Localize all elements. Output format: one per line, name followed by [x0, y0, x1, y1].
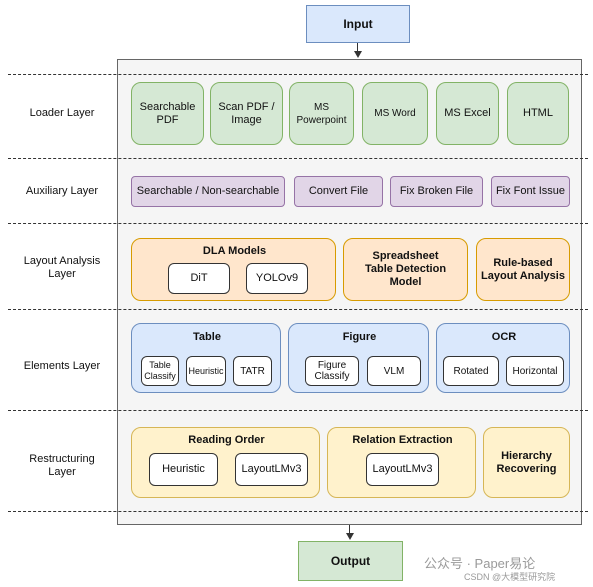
figure-classify: Figure Classify: [305, 356, 359, 386]
figure-item-label: Figure Classify: [314, 360, 350, 382]
aux-searchable: Searchable / Non-searchable: [131, 176, 285, 207]
input-node: Input: [306, 5, 410, 43]
relation-extraction-title: Relation Extraction: [352, 433, 453, 446]
separator-1: [8, 74, 588, 75]
table-group: Table Table Classify Heuristic TATR: [131, 323, 281, 393]
table-item-label: Table Classify: [144, 360, 176, 381]
loader-html: HTML: [507, 82, 569, 145]
aux-convert-file: Convert File: [294, 176, 383, 207]
layer-label-text: Auxiliary Layer: [25, 184, 99, 197]
aux-item-label: Fix Broken File: [399, 185, 474, 197]
layer-label-text: Elements Layer: [23, 359, 101, 372]
figure-vlm: VLM: [367, 356, 421, 386]
layer-label-text: Restructuring Layer: [29, 453, 95, 478]
separator-4: [8, 309, 588, 310]
aux-fix-font-issue: Fix Font Issue: [491, 176, 570, 207]
loader-item-label: Scan PDF / Image: [218, 100, 275, 126]
loader-item-label: MS Powerpoint: [296, 101, 347, 126]
loader-item-label: Searchable PDF: [139, 100, 196, 126]
reading-order-group: Reading Order Heuristic LayoutLMv3: [131, 427, 320, 498]
separator-2: [8, 158, 588, 159]
input-arrow-head: [354, 51, 362, 58]
separator-3: [8, 223, 588, 224]
reading-order-title: Reading Order: [188, 433, 265, 446]
loader-searchable-pdf: Searchable PDF: [131, 82, 204, 145]
watermark-text: 公众号 · Paper易论: [424, 556, 536, 571]
reading-item-label: Heuristic: [162, 463, 205, 475]
rule-based-layout-analysis: Rule-based Layout Analysis: [476, 238, 570, 301]
dla-yolov9: YOLOv9: [246, 263, 308, 294]
output-arrow-head: [346, 533, 354, 540]
watermark-subtext: CSDN @大模型研究院: [464, 572, 556, 582]
loader-item-label: HTML: [523, 107, 553, 119]
ocr-rotated: Rotated: [443, 356, 499, 386]
table-heuristic: Heuristic: [186, 356, 226, 386]
hierarchy-label: Hierarchy Recovering: [496, 449, 557, 475]
layer-label-text: Loader Layer: [29, 106, 95, 119]
dla-item-label: DiT: [190, 272, 208, 284]
reading-layoutlmv3: LayoutLMv3: [235, 453, 308, 486]
reading-item-label: LayoutLMv3: [241, 463, 302, 475]
table-classify: Table Classify: [141, 356, 179, 386]
ocr-title: OCR: [491, 330, 517, 343]
aux-item-label: Fix Font Issue: [495, 185, 566, 197]
dla-item-label: YOLOv9: [255, 272, 299, 284]
layer-label-restructuring: Restructuring Layer: [8, 451, 116, 481]
figure-title: Figure: [342, 330, 377, 343]
figure-item-label: VLM: [383, 365, 405, 377]
output-arrow-line: [349, 525, 350, 534]
rule-based-label: Rule-based Layout Analysis: [481, 256, 565, 282]
layer-label-text: Layout Analysis Layer: [23, 255, 101, 280]
table-title: Table: [193, 330, 221, 343]
loader-ms-excel: MS Excel: [436, 82, 499, 145]
relation-item-label: LayoutLMv3: [372, 463, 433, 475]
layer-label-loader: Loader Layer: [8, 100, 116, 126]
layer-label-auxiliary: Auxiliary Layer: [8, 178, 116, 204]
output-node: Output: [298, 541, 403, 581]
relation-layoutlmv3: LayoutLMv3: [366, 453, 439, 486]
separator-6: [8, 511, 588, 512]
table-tatr: TATR: [233, 356, 272, 386]
layer-label-elements: Elements Layer: [8, 353, 116, 379]
relation-extraction-group: Relation Extraction LayoutLMv3: [327, 427, 476, 498]
figure-group: Figure Figure Classify VLM: [288, 323, 429, 393]
input-arrow-line: [357, 43, 358, 52]
table-item-label: TATR: [240, 365, 265, 377]
loader-item-label: MS Word: [374, 108, 416, 119]
dla-models-group: DLA Models DiT YOLOv9: [131, 238, 336, 301]
input-label: Input: [343, 17, 373, 31]
output-label: Output: [330, 554, 371, 568]
reading-heuristic: Heuristic: [149, 453, 218, 486]
dla-dit: DiT: [168, 263, 230, 294]
layer-label-layout-analysis: Layout Analysis Layer: [8, 253, 116, 283]
ocr-item-label: Rotated: [453, 365, 489, 377]
table-item-label: Heuristic: [188, 365, 224, 376]
separator-5: [8, 410, 588, 411]
aux-item-label: Searchable / Non-searchable: [136, 185, 280, 197]
loader-scan-pdf: Scan PDF / Image: [210, 82, 283, 145]
aux-item-label: Convert File: [308, 185, 369, 197]
spreadsheet-table-detection: Spreadsheet Table Detection Model: [343, 238, 468, 301]
hierarchy-recovering: Hierarchy Recovering: [483, 427, 570, 498]
loader-ms-powerpoint: MS Powerpoint: [289, 82, 354, 145]
ocr-horizontal: Horizontal: [506, 356, 564, 386]
loader-item-label: MS Excel: [444, 107, 491, 119]
spreadsheet-label: Spreadsheet Table Detection Model: [364, 250, 447, 288]
ocr-group: OCR Rotated Horizontal: [436, 323, 570, 393]
dla-models-title: DLA Models: [202, 244, 267, 257]
loader-ms-word: MS Word: [362, 82, 428, 145]
ocr-item-label: Horizontal: [512, 365, 558, 377]
aux-fix-broken-file: Fix Broken File: [390, 176, 483, 207]
